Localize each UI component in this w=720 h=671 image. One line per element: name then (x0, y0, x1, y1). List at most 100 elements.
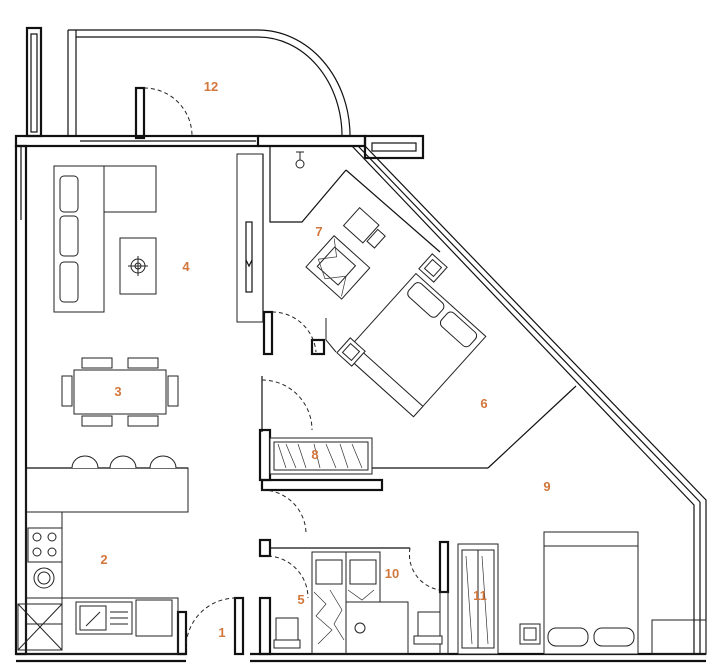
sink-bowl (79, 605, 107, 631)
bath5-door-swing (267, 555, 309, 599)
sofa-cushion-3 (59, 261, 79, 303)
toilet-7 (342, 207, 380, 244)
room-label-1: 1 (218, 625, 225, 640)
top-wall-left (14, 134, 260, 148)
room6-diag-wall (487, 385, 577, 469)
balcony-left-rail-inner (30, 33, 38, 133)
balcony-left-rail (25, 26, 43, 138)
room-labels: 1 2 3 4 5 6 7 8 9 10 11 12 (100, 79, 550, 640)
interior-walls (25, 146, 577, 656)
bedroom-door-jamb-right (310, 338, 326, 356)
chair-top-1 (81, 357, 113, 369)
room-label-3: 3 (114, 384, 121, 399)
room-label-11: 11 (473, 588, 487, 603)
pillow-6b (439, 311, 478, 348)
bath10-jamb (438, 540, 450, 594)
tv-panel (245, 221, 253, 293)
balcony-door-swing (143, 87, 193, 137)
chair-left (61, 375, 73, 407)
bedroom6-furniture (325, 253, 487, 418)
fridge (17, 603, 63, 651)
living-partition (236, 153, 264, 323)
room-label-4: 4 (182, 259, 190, 274)
balcony-curve-outer (257, 29, 351, 137)
room9-door-swing (261, 489, 307, 535)
shower-10-base (349, 559, 377, 585)
closet8-left-wall (258, 428, 272, 482)
closet-8 (269, 437, 373, 475)
bedroom-door-jamb-left (262, 310, 274, 356)
room-label-2: 2 (100, 552, 107, 567)
dining-table (73, 369, 167, 415)
room-label-6: 6 (480, 396, 487, 411)
bath5-jamb-bottom (258, 596, 272, 656)
bar-stool-1 (71, 455, 99, 469)
room9-top-wall (260, 478, 384, 492)
bath10-fixtures (345, 551, 443, 655)
bath7-diag-wall (345, 169, 441, 253)
top-wall-middle (258, 134, 367, 148)
living-furniture (53, 165, 157, 313)
shower-5-base (315, 559, 343, 585)
balcony-area (25, 26, 351, 140)
top-wall-right-window (371, 142, 417, 152)
left-wall (14, 144, 28, 656)
closet-11 (457, 543, 499, 655)
room-label-8: 8 (311, 447, 318, 462)
room6-door-swing (261, 379, 313, 431)
washer (33, 567, 55, 589)
toilet-5 (275, 617, 299, 643)
room-label-5: 5 (297, 592, 304, 607)
bath5-jamb-top (258, 538, 272, 558)
basin-10 (354, 622, 366, 634)
kitchen-furniture (17, 511, 179, 655)
burner-4 (47, 547, 57, 557)
dishwasher (135, 599, 173, 637)
burner-3 (32, 547, 42, 557)
entry-door-leaf (233, 596, 245, 656)
pillow-9a (547, 627, 589, 647)
pillow-6a (407, 282, 445, 318)
room-label-12: 12 (204, 79, 218, 94)
balcony-curve-inner (257, 36, 343, 137)
shower-head (295, 159, 305, 169)
bath5-fixtures (273, 551, 347, 655)
burner-1 (32, 532, 42, 542)
bath7-fixtures (295, 151, 386, 300)
chair-top-2 (127, 357, 159, 369)
top-wall-right-block (363, 134, 425, 160)
corner-column (651, 619, 707, 655)
bath10-door-swing (408, 547, 441, 591)
kitchen-counter-bottom (25, 597, 179, 655)
sink (75, 601, 133, 635)
bath7-wall (269, 146, 347, 223)
chair-right (167, 375, 179, 407)
kitchen-island (25, 467, 189, 513)
room-label-9: 9 (543, 479, 550, 494)
bar-stool-2 (109, 455, 137, 469)
pillow-9b (593, 627, 635, 647)
bedroom-door-swing (271, 311, 317, 353)
wardrobe-8 (269, 437, 373, 475)
dining-furniture (61, 357, 179, 469)
tv-mark (245, 259, 253, 268)
toilet-10 (417, 611, 441, 639)
bedroom9-furniture (519, 531, 639, 655)
sofa-cushion-1 (59, 175, 79, 213)
room-label-7: 7 (315, 224, 322, 239)
kitchen-counter-left (25, 511, 63, 625)
vanity-10 (345, 601, 409, 655)
bar-stool-3 (149, 455, 177, 469)
sofa-cushion-2 (59, 215, 79, 257)
entry-door-swing (185, 597, 237, 649)
chair-bottom-2 (127, 415, 159, 427)
chair-bottom-1 (81, 415, 113, 427)
bath10-wall (439, 591, 449, 655)
diagonal-window-line (357, 145, 701, 503)
balcony-door-jamb (134, 86, 146, 140)
burner-2 (47, 532, 57, 542)
entry-jamb (176, 610, 188, 656)
room-label-10: 10 (385, 566, 399, 581)
